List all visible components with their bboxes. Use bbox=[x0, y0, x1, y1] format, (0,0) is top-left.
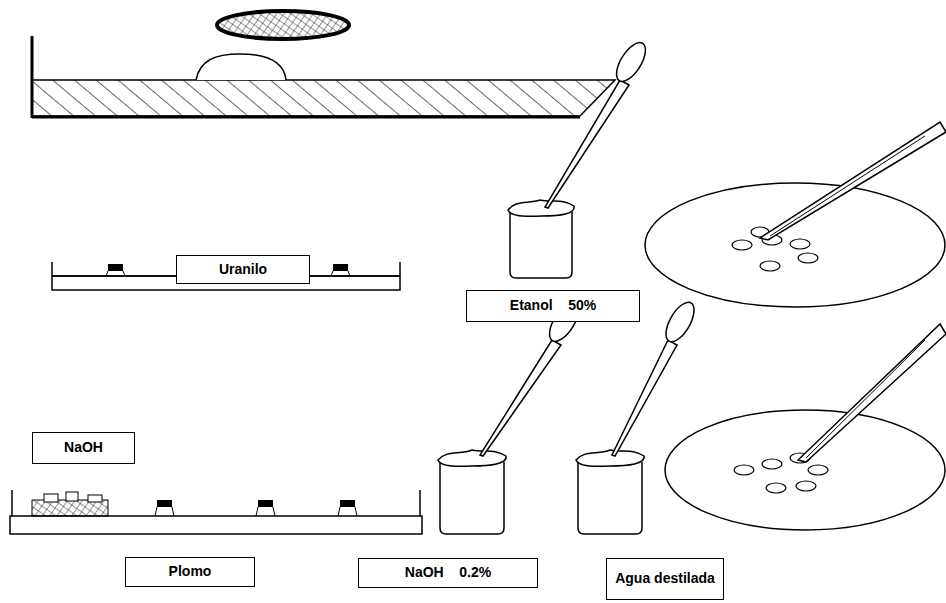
naoh-pellets bbox=[32, 492, 108, 516]
parafilm-slab bbox=[32, 36, 615, 118]
label-text: Agua destilada bbox=[615, 570, 715, 588]
petri-dish bbox=[645, 122, 946, 307]
label-box: Uranilo bbox=[176, 255, 310, 284]
label-text: Uranilo bbox=[219, 261, 267, 279]
petri-dish bbox=[665, 324, 946, 530]
beaker-ethanol bbox=[508, 200, 574, 278]
grid bbox=[217, 11, 349, 39]
label-text: NaOH bbox=[64, 439, 103, 457]
label-text: Plomo bbox=[169, 563, 212, 581]
label-box: NaOH 0.2% bbox=[358, 558, 538, 588]
lead-plate bbox=[10, 490, 422, 534]
label-text: NaOH 0.2% bbox=[405, 564, 491, 582]
label-box: Plomo bbox=[125, 557, 255, 587]
beaker-naoh bbox=[438, 450, 506, 534]
label-text: Etanol 50% bbox=[510, 297, 596, 315]
label-box: Etanol 50% bbox=[466, 290, 640, 322]
label-box: Agua destilada bbox=[606, 558, 724, 600]
beaker-water bbox=[576, 450, 644, 534]
label-box: NaOH bbox=[32, 432, 135, 464]
